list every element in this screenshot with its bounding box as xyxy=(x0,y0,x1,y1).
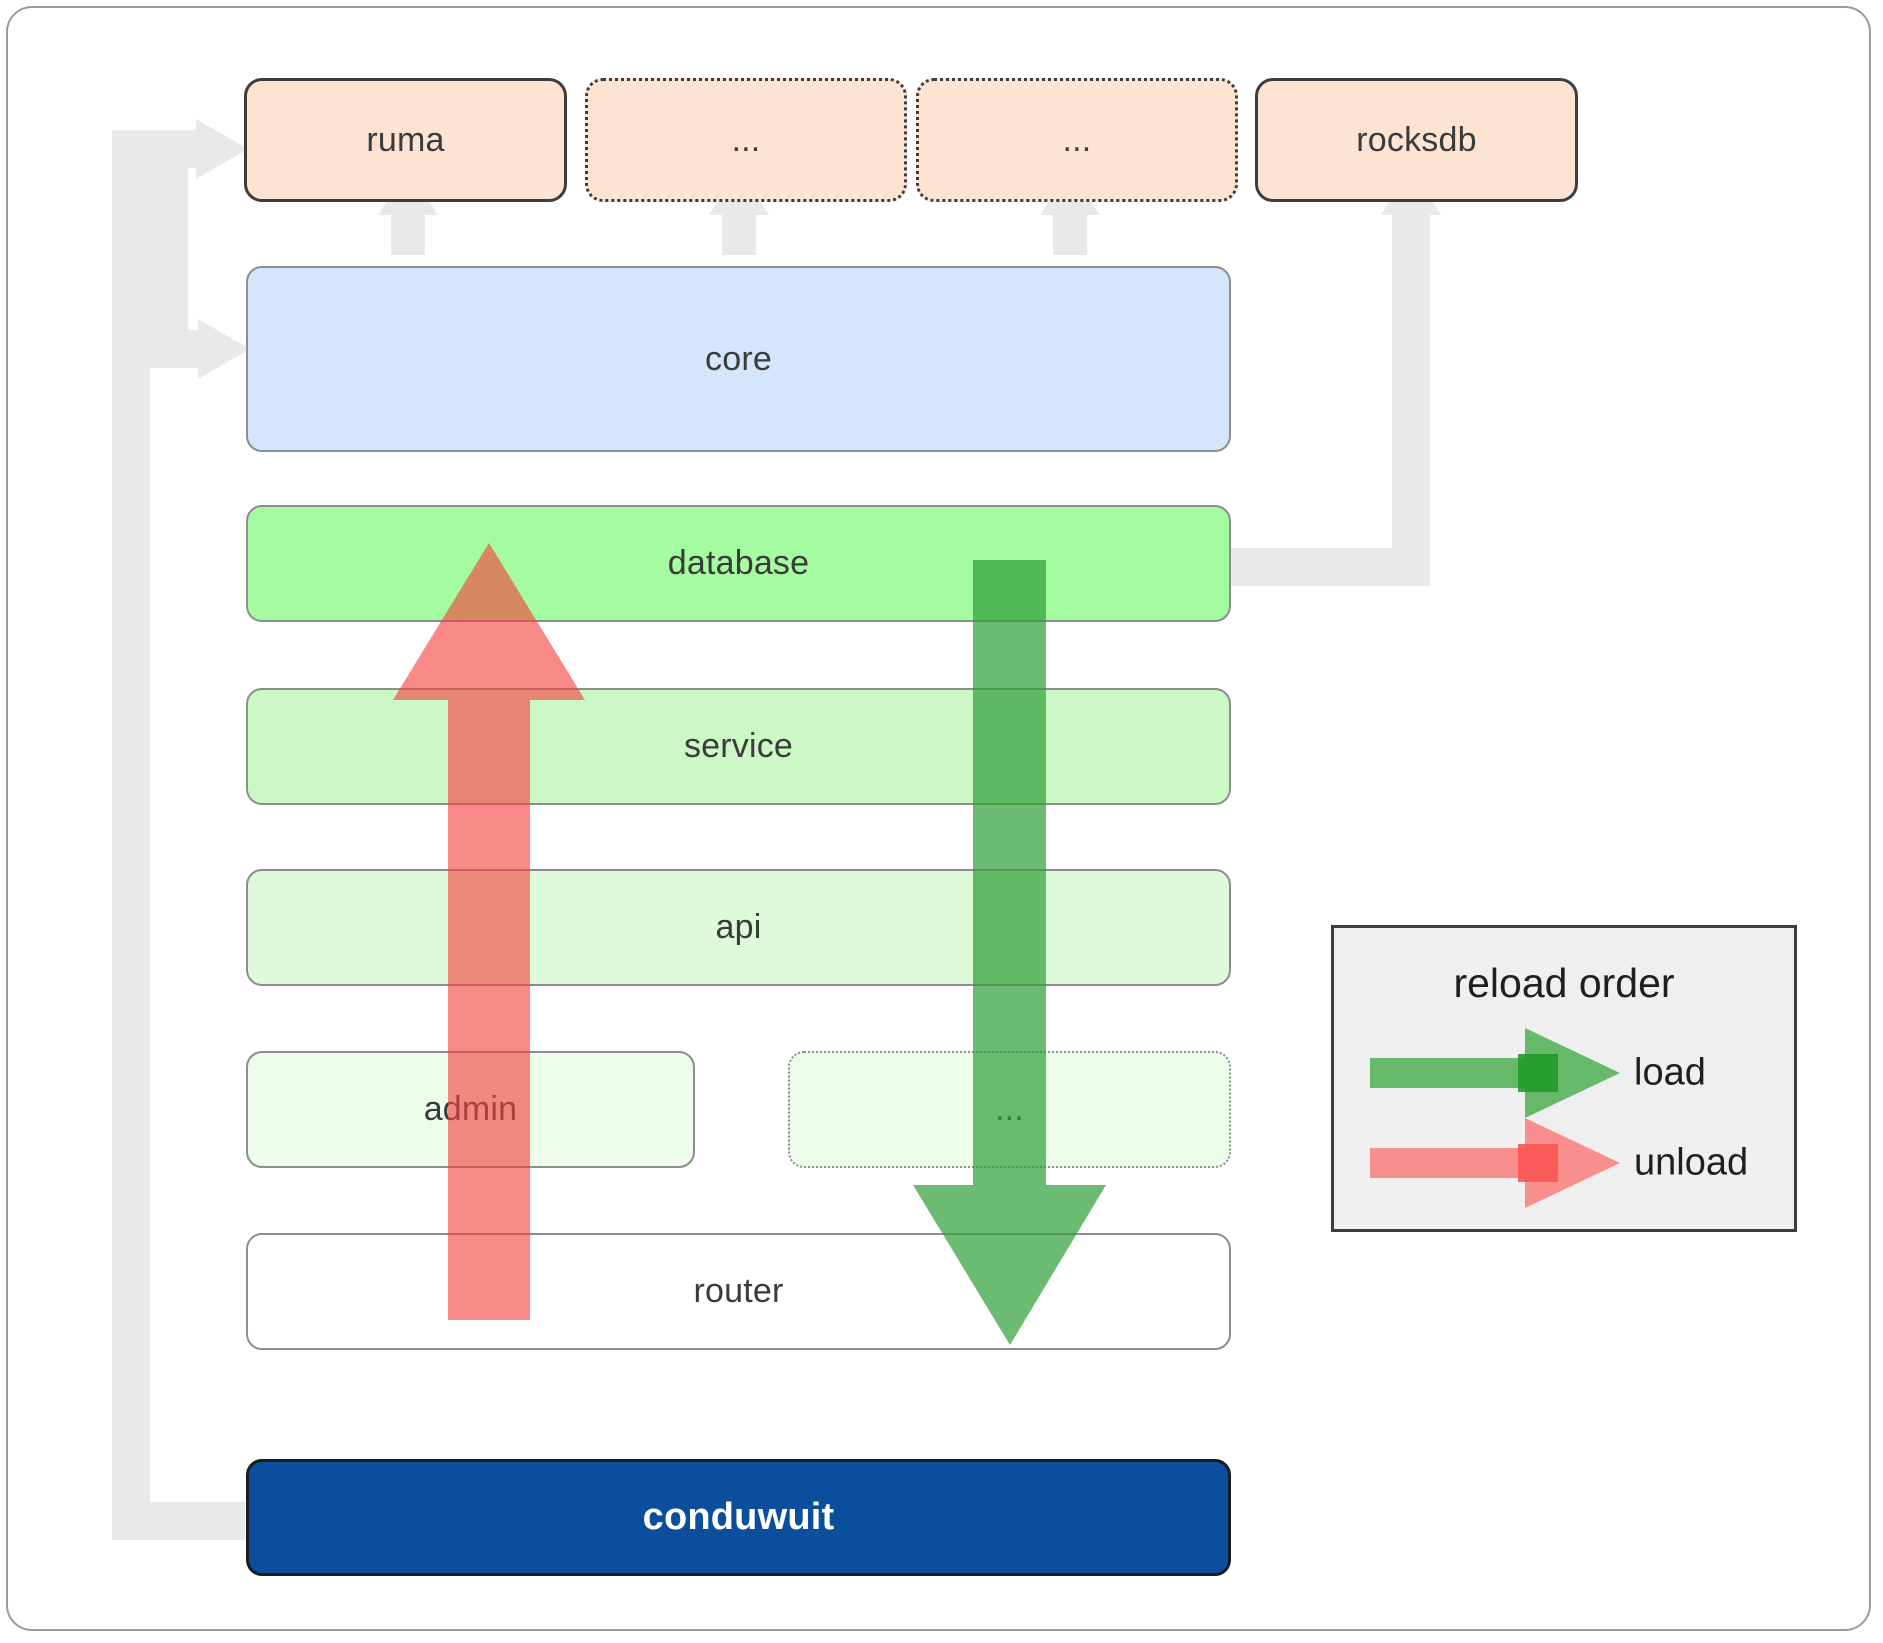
legend-label-unload: unload xyxy=(1634,1141,1749,1184)
dependency-label: ... xyxy=(731,120,761,159)
unload-arrow-icon xyxy=(1370,1118,1620,1208)
diagram-frame xyxy=(6,6,1871,1631)
layer-label: database xyxy=(667,544,810,582)
layer-box-database[interactable]: database xyxy=(246,505,1231,622)
layer-box-ellipsis[interactable]: ... xyxy=(788,1051,1231,1168)
legend-row-unload: unload xyxy=(1334,1118,1794,1208)
layer-label: admin xyxy=(423,1090,518,1128)
layer-box-core[interactable]: core xyxy=(246,266,1231,452)
dependency-box-ellipsis-1[interactable]: ... xyxy=(585,78,907,202)
dependency-box-ellipsis-2[interactable]: ... xyxy=(916,78,1238,202)
layer-label: service xyxy=(683,727,794,765)
layer-label: core xyxy=(705,339,772,378)
dependency-label: ... xyxy=(1062,120,1092,159)
application-box-conduwuit[interactable]: conduwuit xyxy=(246,1459,1231,1576)
layer-box-api[interactable]: api xyxy=(246,869,1231,986)
layer-box-router[interactable]: router xyxy=(246,1233,1231,1350)
application-label: conduwuit xyxy=(642,1496,835,1538)
legend-row-load: load xyxy=(1334,1028,1794,1118)
legend-panel: reload order load unload xyxy=(1331,925,1797,1232)
load-arrow-icon xyxy=(1370,1028,1620,1118)
dependency-label: ruma xyxy=(366,120,445,159)
layer-label: router xyxy=(693,1272,784,1310)
layer-box-service[interactable]: service xyxy=(246,688,1231,805)
layer-label: api xyxy=(715,908,762,946)
dependency-box-rocksdb[interactable]: rocksdb xyxy=(1255,78,1578,202)
layer-box-admin[interactable]: admin xyxy=(246,1051,695,1168)
legend-label-load: load xyxy=(1634,1051,1706,1094)
dependency-box-ruma[interactable]: ruma xyxy=(244,78,567,202)
dependency-label: rocksdb xyxy=(1356,120,1477,159)
layer-label: ... xyxy=(995,1090,1024,1128)
legend-title: reload order xyxy=(1453,960,1675,1006)
